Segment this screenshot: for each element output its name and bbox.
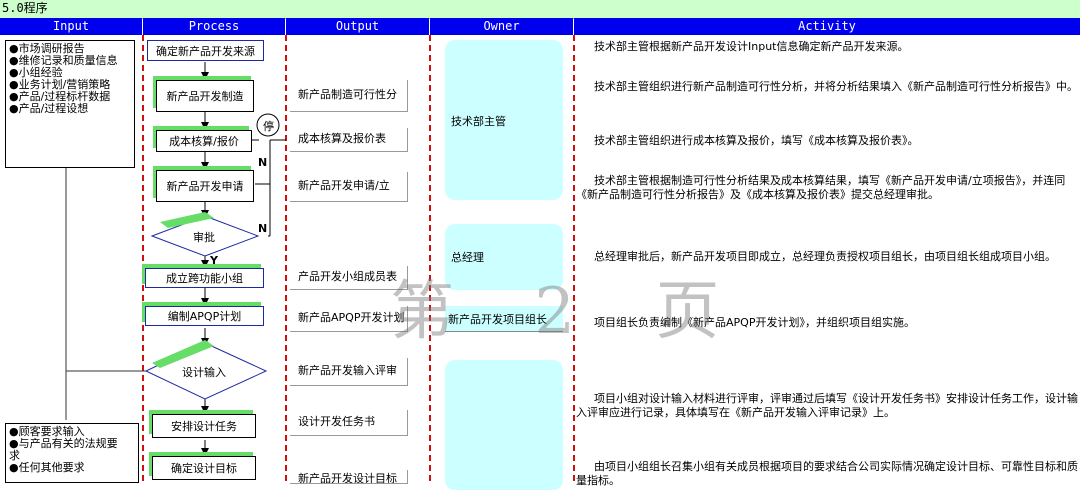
yes-label: Y xyxy=(210,254,218,267)
process-form-team: 成立跨功能小组 xyxy=(145,268,264,288)
owner-tech-manager: 技术部主管 xyxy=(445,40,563,200)
decision-approval: 审批 xyxy=(193,231,215,244)
activity-text: 项目组长负责编制《新产品APQP开发计划》，并组织项目组实施。 xyxy=(594,316,915,329)
header-owner: Owner xyxy=(430,18,573,35)
owner-project-leader: 新产品开发项目组长 xyxy=(445,306,563,332)
activity-text: 技术部主管组织进行新产品制造可行性分析，并将分析结果填入《新产品制造可行性分析报… xyxy=(594,80,1078,93)
input-item: ●任何其他要求 xyxy=(9,461,85,474)
output-cost-quote-table: 成本核算及报价表 xyxy=(290,128,408,152)
process-development-request: 新产品开发申请 xyxy=(156,170,254,202)
activity-text: 由项目小组组长召集小组有关成员根据项目的要求结合公司实际情况确定设计目标、可靠性… xyxy=(576,460,1078,487)
header-input: Input xyxy=(0,18,142,35)
owner-general-manager: 总经理 xyxy=(445,224,563,290)
input-item: ●产品/过程设想 xyxy=(9,102,89,115)
no-label: N xyxy=(258,156,268,169)
process-manufacturing-feasibility: 新产品开发制造 xyxy=(156,80,254,112)
input-document-2: ●顾客要求输入 ●与产品有关的法规要 求 ●任何其他要求 xyxy=(5,423,139,483)
owner-label: 新产品开发项目组长 xyxy=(448,313,547,326)
input-item: 求 xyxy=(9,449,20,462)
output-team-members: 产品开发小组成员表 xyxy=(290,266,408,290)
output-design-target: 新产品开发设计目标 xyxy=(290,470,408,484)
output-design-task: 设计开发任务书 xyxy=(290,410,408,436)
column-divider xyxy=(429,35,431,481)
process-determine-source: 确定新产品开发来源 xyxy=(147,40,264,61)
column-divider xyxy=(285,35,287,481)
owner-label: 总经理 xyxy=(451,251,484,264)
output-request-report: 新产品开发申请/立 xyxy=(290,172,408,202)
input-item: ●市场调研报告 xyxy=(9,42,85,55)
input-document-1: ●市场调研报告 ●维修记录和质量信息 ●小组经验 ●业务计划/营销策略 ●产品/… xyxy=(5,40,135,168)
page-watermark: 第 2 页 xyxy=(390,275,750,349)
section-title: 5.0程序 xyxy=(2,1,48,15)
activity-text: 技术部主管组织进行成本核算及报价，填写《成本核算及报价表》。 xyxy=(594,134,919,147)
stop-label: 停 xyxy=(263,120,274,133)
decision-design-input: 设计输入 xyxy=(182,366,226,379)
activity-text: 技术部主管根据新产品开发设计Input信息确定新产品开发来源。 xyxy=(594,40,909,53)
process-apqp-plan: 编制APQP计划 xyxy=(145,306,264,326)
process-arrange-design: 安排设计任务 xyxy=(152,414,256,438)
header-output: Output xyxy=(286,18,429,35)
column-divider xyxy=(142,35,144,481)
process-cost-quote: 成本核算/报价 xyxy=(156,130,252,152)
no-label: N xyxy=(258,222,268,235)
input-item: ●顾客要求输入 xyxy=(9,425,85,438)
input-item: ●与产品有关的法规要 xyxy=(9,437,118,450)
output-apqp-plan: 新产品APQP开发计划 xyxy=(290,306,408,332)
input-item: ●业务计划/营销策略 xyxy=(9,78,111,91)
input-item: ●产品/过程标杆数据 xyxy=(9,90,111,103)
header-process: Process xyxy=(143,18,285,35)
output-input-review: 新产品开发输入评审 xyxy=(290,358,408,386)
header-activity: Activity xyxy=(574,18,1080,35)
column-divider xyxy=(573,35,575,481)
owner-label: 技术部主管 xyxy=(451,115,506,128)
activity-text: 技术部主管根据制造可行性分析结果及成本核算结果，填写《新产品开发申请/立项报告》… xyxy=(576,174,1066,201)
input-item: ●小组经验 xyxy=(9,66,63,79)
output-feasibility-report: 新产品制造可行性分 xyxy=(290,80,408,112)
owner-team-block xyxy=(445,360,563,490)
input-item: ●维修记录和质量信息 xyxy=(9,54,118,67)
activity-text: 总经理审批后，新产品开发项目即成立，总经理负责授权项目组长，由项目组长组成项目小… xyxy=(594,250,1056,263)
activity-text: 项目小组对设计输入材料进行评审，评审通过后填写《设计开发任务书》安排设计任务工作… xyxy=(576,392,1078,419)
process-design-target: 确定设计目标 xyxy=(152,456,256,480)
